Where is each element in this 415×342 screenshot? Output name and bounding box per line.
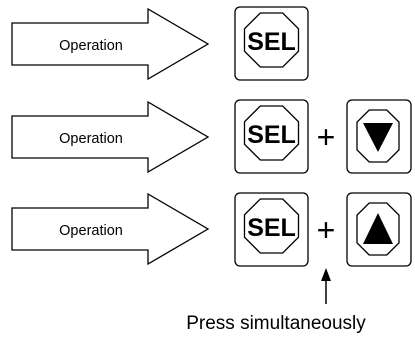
- plus-sign-3: +: [317, 212, 336, 248]
- operation-label-1: Operation: [59, 38, 123, 54]
- triangle-down-icon: [363, 123, 393, 152]
- sel-key-1-label: SEL: [247, 28, 296, 56]
- operation-arrow-2: [11, 100, 210, 174]
- sel-key-2[interactable]: SEL: [234, 99, 309, 174]
- row-3: Operation SEL +: [11, 192, 412, 267]
- triangle-up-icon: [363, 213, 393, 244]
- plus-sign-2: +: [317, 119, 336, 155]
- row-1: Operation SEL: [11, 6, 309, 81]
- operation-label-2: Operation: [59, 131, 123, 147]
- operation-arrow-3: [11, 192, 210, 266]
- pointer-arrow: [321, 268, 331, 304]
- sel-key-3-label: SEL: [247, 214, 296, 242]
- sel-key-1[interactable]: SEL: [234, 6, 309, 81]
- row-2: Operation SEL +: [11, 99, 412, 174]
- press-simultaneously-caption: Press simultaneously: [186, 313, 366, 334]
- sel-key-2-label: SEL: [247, 121, 296, 149]
- up-key[interactable]: [346, 192, 412, 267]
- operation-label-3: Operation: [59, 223, 123, 239]
- sel-key-3[interactable]: SEL: [234, 192, 309, 267]
- operation-arrow-1: [11, 7, 210, 81]
- down-key[interactable]: [346, 99, 412, 174]
